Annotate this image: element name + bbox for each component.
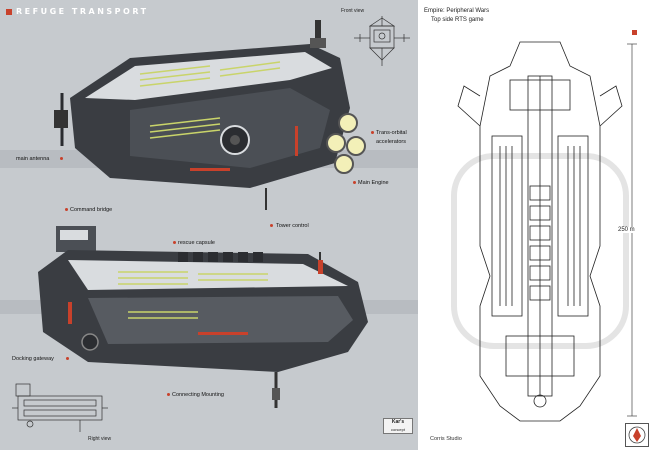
callout-marker: [371, 131, 374, 134]
callout-connecting-mounting: Connecting Mounting: [172, 392, 224, 398]
callout-rescue-capsule: rescue capsule: [178, 240, 215, 246]
right-view-drawing: [12, 383, 108, 432]
top-view-blueprint: [451, 41, 629, 422]
callout-main-antenna: main antenna: [16, 156, 50, 162]
callout-marker: [270, 224, 273, 227]
page-title: REFUGE TRANSPORT: [16, 7, 149, 16]
callout-command-bridge: Command bridge: [70, 207, 113, 213]
badge-line1: Kar's: [391, 419, 405, 425]
blueprint-panel: [418, 0, 658, 450]
callout-trans-orbital-line1: Trans-orbital: [376, 130, 407, 136]
studio-emblem-icon: [625, 423, 649, 447]
length-label: 250 m: [618, 227, 635, 233]
game-title: Empire: Peripheral Wars: [424, 8, 490, 14]
callout-marker: [173, 241, 176, 244]
title-marker-icon: [6, 8, 12, 15]
callout-marker: [66, 357, 69, 360]
right-view-label: Right view: [88, 436, 112, 442]
callout-tower-control: Tower control: [276, 223, 309, 229]
callout-marker: [65, 208, 68, 211]
callout-trans-orbital-line2: accelerators: [376, 139, 406, 145]
ship-perspective-bottom: [38, 226, 368, 408]
callout-marker: [353, 181, 356, 184]
studio-credit: Corris Studio: [430, 436, 462, 442]
callout-marker: [60, 157, 63, 160]
accent-marker: [632, 30, 637, 35]
ship-perspective-top: [54, 20, 366, 210]
callout-docking-gateway: Docking gateway: [12, 356, 54, 362]
callout-main-engine: Main Engine: [358, 180, 389, 186]
title-bar: REFUGE TRANSPORT: [6, 7, 149, 16]
front-view-label: Front view: [341, 8, 365, 14]
game-subtitle: Top side RTS game: [431, 17, 484, 23]
front-view-drawing: [354, 16, 410, 66]
callout-marker: [167, 393, 170, 396]
artist-badge: Kar's concept: [383, 418, 413, 434]
badge-line2: concept: [390, 427, 405, 432]
